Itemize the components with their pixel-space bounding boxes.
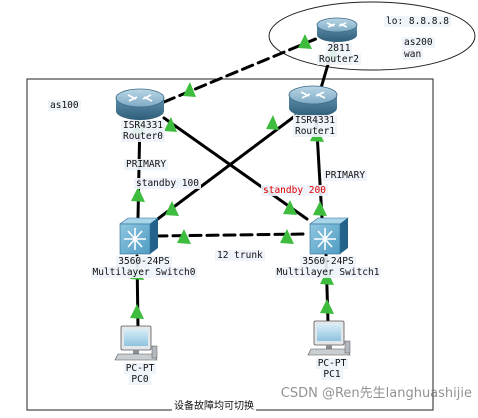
switch0-name: Multilayer Switch0 (90, 267, 198, 278)
link-up-arrow (130, 304, 144, 319)
pc-icon[interactable] (114, 325, 158, 361)
link-router1-switch0 (153, 114, 297, 223)
link-up-arrow (165, 201, 179, 216)
pc1-model: PC-PT (315, 358, 349, 369)
link-up-arrow (313, 201, 327, 216)
switch1-label: 3560-24PS Multilayer Switch1 (266, 256, 390, 278)
pc1-label: PC-PT PC1 (275, 358, 389, 380)
router0-model: ISR4331 (120, 120, 166, 131)
as200-label: as200 (402, 37, 435, 48)
router-icon[interactable] (115, 88, 165, 120)
router2-name: Router2 (316, 54, 362, 65)
link-router0-switch1 (162, 116, 309, 221)
wan-label: wan (402, 49, 424, 60)
link-up-arrow (266, 115, 279, 130)
router1-model: ISR4331 (292, 115, 338, 126)
failover-caption: 设备故障均可切换 (172, 401, 256, 412)
router2-label: 2811 Router2 (282, 43, 396, 65)
router1-label: ISR4331 Router1 (258, 115, 372, 137)
csdn-watermark: CSDN @Ren先生langhuashijie (280, 386, 472, 401)
pc0-name: PC0 (129, 374, 151, 385)
standby-right-label: standby 200 (261, 185, 328, 196)
standby-left-label: standby 100 (134, 178, 201, 189)
switch1-model: 3560-24PS (300, 256, 356, 267)
switch1-name: Multilayer Switch1 (274, 267, 382, 278)
pc0-label: PC-PT PC0 (83, 363, 197, 385)
link-up-arrow (280, 229, 294, 244)
multilayer-switch-icon[interactable] (119, 217, 159, 255)
router1-name: Router1 (292, 126, 338, 137)
pc0-model: PC-PT (123, 363, 157, 374)
link-router0-router2 (162, 31, 332, 104)
router0-name: Router0 (120, 131, 166, 142)
as100-label: as100 (48, 100, 81, 111)
trunk-label: 12 trunk (215, 250, 265, 261)
multilayer-switch-icon[interactable] (309, 217, 349, 255)
router-icon[interactable] (288, 85, 338, 117)
loopback-label: lo: 8.8.8.8 (384, 16, 451, 27)
pc1-name: PC1 (321, 369, 343, 380)
router0-label: ISR4331 Router0 (86, 120, 200, 142)
pc-icon[interactable] (307, 320, 351, 356)
primary-right-label: PRIMARY (323, 170, 368, 181)
link-up-arrow (177, 229, 191, 244)
switch0-model: 3560-24PS (116, 256, 172, 267)
router2-model: 2811 (325, 43, 353, 54)
link-up-arrow (298, 34, 312, 49)
link-up-arrow (183, 82, 196, 97)
link-up-arrow (164, 117, 177, 132)
switch0-label: 3560-24PS Multilayer Switch0 (82, 256, 206, 278)
link-up-arrow (283, 200, 297, 215)
link-up-arrow (131, 187, 145, 202)
link-up-arrow (320, 299, 334, 314)
router-icon[interactable] (316, 17, 358, 42)
primary-left-label: PRIMARY (124, 159, 169, 170)
